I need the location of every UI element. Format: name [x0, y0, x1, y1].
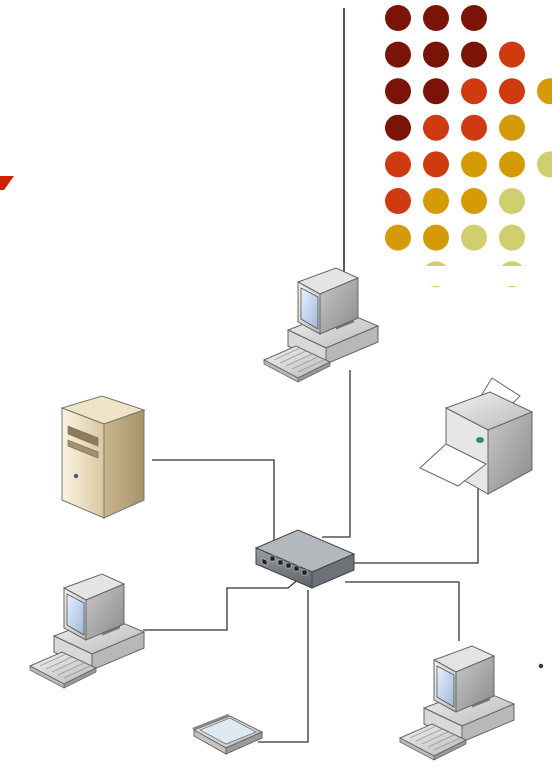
cable-scanner [258, 590, 309, 743]
dot-gold [499, 151, 525, 178]
dot-maroon [423, 78, 449, 105]
scanner [192, 714, 264, 755]
network-switch-icon [254, 529, 356, 589]
dot-maroon [385, 41, 411, 68]
hub [254, 529, 356, 589]
dot-pale-olive [537, 151, 552, 178]
dot-maroon [385, 114, 411, 141]
dot-maroon [461, 41, 487, 68]
dot-red-orange [499, 78, 525, 105]
dot-gold [385, 224, 411, 251]
server-tower-icon [60, 395, 146, 519]
dot-red-orange [461, 78, 487, 105]
dot-maroon [423, 41, 449, 68]
printer [419, 377, 534, 495]
dot-red-orange [499, 41, 525, 68]
dot-gold [423, 188, 449, 214]
dot-gold [537, 78, 552, 105]
printer-icon [419, 377, 534, 495]
dot-red-orange [461, 114, 487, 141]
dot-gold [499, 114, 525, 141]
cable-right-workstation [345, 581, 460, 641]
server [60, 395, 146, 519]
dot-red-orange [423, 114, 449, 141]
dot-maroon [461, 5, 487, 31]
cable-left-workstation [143, 577, 301, 631]
desktop-computer-icon [29, 573, 145, 689]
stray-dot [538, 663, 544, 669]
decorative-dot-grid [385, 5, 552, 288]
dot-maroon [385, 78, 411, 105]
dot-pale-olive [499, 188, 525, 214]
cable-printer [350, 470, 479, 564]
workstation-left [29, 573, 145, 689]
dot-maroon [423, 5, 449, 31]
desktop-computer-icon [399, 645, 515, 761]
workstation-right [399, 645, 515, 761]
dot-gold [423, 224, 449, 251]
dot-pale-olive [499, 224, 525, 251]
cable-server [152, 459, 278, 544]
dot-pale-olive [461, 224, 487, 251]
dot-gold [461, 151, 487, 178]
dot-red-orange [423, 151, 449, 178]
red-slash-mark [0, 176, 14, 190]
cable-top-workstation [322, 370, 351, 538]
dot-gold [461, 188, 487, 214]
dot-red-orange [385, 151, 411, 178]
dot-maroon [385, 5, 411, 31]
flatbed-scanner-icon [192, 714, 264, 755]
dot-red-orange [385, 188, 411, 214]
